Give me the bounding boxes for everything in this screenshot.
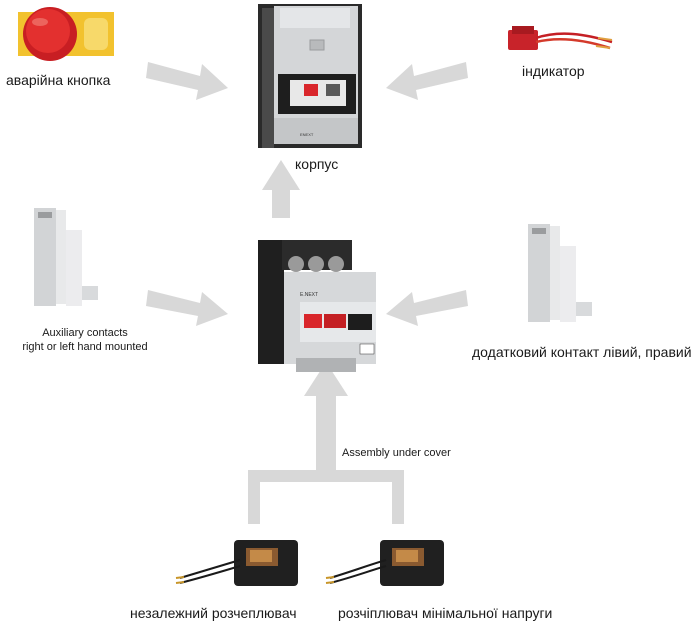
arrow-breaker-to-housing xyxy=(262,160,300,218)
label-aux-contacts-line2: right or left hand mounted xyxy=(22,341,148,353)
housing-image: ENEXT xyxy=(258,4,362,148)
undervoltage-release-image xyxy=(325,540,444,586)
svg-text:E.NEXT: E.NEXT xyxy=(300,292,318,298)
arrow-aux-right-to-breaker xyxy=(386,290,468,326)
label-aux-contacts-line1: Auxiliary contacts xyxy=(42,327,128,339)
assembly-bracket xyxy=(248,470,404,482)
arrow-indicator-to-housing xyxy=(386,62,468,100)
indicator-image xyxy=(508,26,613,50)
label-aux-contacts: Auxiliary contacts right or left hand mo… xyxy=(0,326,170,354)
svg-text:ENEXT: ENEXT xyxy=(300,132,314,137)
shunt-release-image xyxy=(175,540,298,586)
label-emergency-button: аварійна кнопка xyxy=(6,72,111,88)
label-assembly: Assembly under cover xyxy=(342,447,451,459)
label-indicator: індикатор xyxy=(522,63,585,79)
arrow-emergency-to-housing xyxy=(146,62,228,100)
aux-contact-right-image xyxy=(528,224,592,322)
label-aux-contact-ua: додатковий контакт лівий, правий xyxy=(472,344,692,360)
arrow-assembly-to-breaker xyxy=(304,362,348,470)
aux-contact-left-image xyxy=(34,208,98,306)
label-shunt-release: незалежний розчеплювач xyxy=(130,605,297,621)
label-undervoltage-release: розчіплювач мінімальної напруги xyxy=(338,605,553,621)
arrow-aux-left-to-breaker xyxy=(146,290,228,326)
breaker-image: E.NEXT xyxy=(258,240,376,372)
emergency-button-image xyxy=(18,7,114,61)
label-housing: корпус xyxy=(295,156,339,172)
